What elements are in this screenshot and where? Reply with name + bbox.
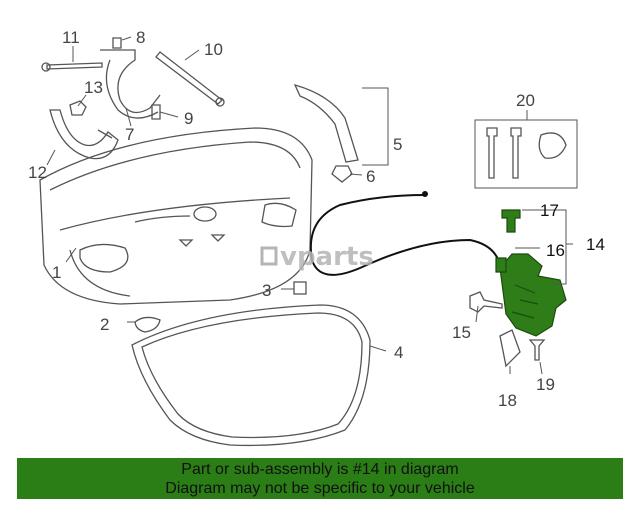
callout-3: 3 bbox=[262, 281, 271, 300]
callout-4: 4 bbox=[394, 343, 403, 362]
cable-end bbox=[422, 191, 428, 197]
callout-17: 17 bbox=[540, 201, 559, 220]
banner-line-2: Diagram may not be specific to your vehi… bbox=[165, 480, 475, 497]
callout-6: 6 bbox=[366, 167, 375, 186]
striker-part bbox=[499, 329, 521, 368]
callout-14: 14 bbox=[586, 235, 605, 254]
callout-12: 12 bbox=[28, 163, 47, 182]
trunk-lock-assembly bbox=[495, 209, 567, 337]
bolt-part-19 bbox=[528, 339, 546, 361]
callout-11: 11 bbox=[62, 28, 80, 47]
parts-kit-box bbox=[474, 119, 578, 189]
callout-13: 13 bbox=[84, 78, 103, 97]
callout-16: 16 bbox=[546, 241, 565, 260]
callout-1: 1 bbox=[52, 263, 61, 282]
callout-10: 10 bbox=[204, 40, 223, 59]
callout-8: 8 bbox=[136, 28, 145, 47]
callout-2: 2 bbox=[100, 315, 109, 334]
callout-19: 19 bbox=[536, 375, 555, 394]
weatherstrip bbox=[131, 304, 371, 447]
info-banner: Part or sub-assembly is #14 in diagram D… bbox=[17, 458, 623, 499]
callout-18: 18 bbox=[498, 391, 517, 410]
bolt-part bbox=[469, 291, 503, 313]
callout-5: 5 bbox=[393, 135, 402, 154]
bumper-part bbox=[293, 281, 307, 295]
callout-7: 7 bbox=[125, 125, 134, 144]
parts-diagram: vparts 1 2 3 4 5 6 7 8 9 10 11 12 13 14 … bbox=[28, 28, 605, 447]
watermark-mark bbox=[260, 246, 278, 266]
watermark-text: vparts bbox=[280, 242, 374, 272]
trim-piece bbox=[293, 83, 359, 183]
leader-lines bbox=[46, 36, 573, 375]
callout-20: 20 bbox=[516, 91, 535, 110]
trunk-lid bbox=[39, 127, 313, 305]
callout-15: 15 bbox=[452, 323, 471, 342]
banner-line-1: Part or sub-assembly is #14 in diagram bbox=[181, 461, 459, 478]
callout-9: 9 bbox=[184, 109, 193, 128]
plug-part bbox=[134, 316, 161, 333]
release-cable bbox=[309, 194, 501, 276]
hinge-parts bbox=[41, 37, 225, 160]
